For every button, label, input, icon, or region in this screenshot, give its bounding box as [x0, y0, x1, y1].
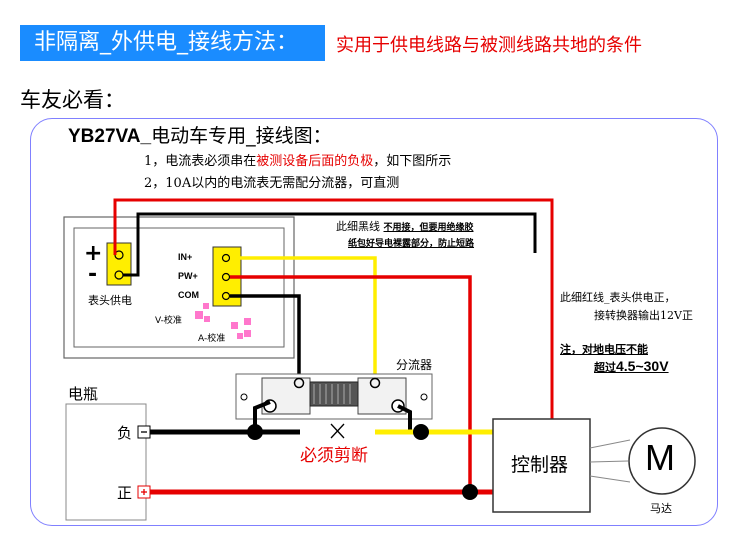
motor-symbol: M: [645, 437, 675, 478]
meter-plus: +: [84, 241, 103, 266]
black-com-wire: [230, 294, 301, 382]
note-1: 1，电流表必须串在被测设备后面的负极，如下图所示: [144, 150, 451, 169]
shunt-element: [309, 381, 359, 407]
black-wire-note-line1: 此细黑线 不用接，但要用绝缘胶: [336, 218, 474, 234]
title-note: 实用于供电线路与被测线路共地的条件: [336, 35, 642, 56]
black-wire-note-a: 此细黑线: [336, 220, 380, 233]
page-title: 非隔离_外供电_接线方法：: [20, 25, 325, 61]
note-1-highlight: 被测设备后面的负极: [256, 154, 374, 169]
black-wire-note-b: 不用接，但要用绝缘胶: [383, 223, 474, 233]
controller-label: 控制器: [511, 454, 569, 476]
black-wire-note-line2: 纸包好导电裸露部分，防止短路: [348, 239, 475, 249]
voltage-note-a: 超过: [594, 361, 616, 374]
diagram-title-model: YB27VA_: [68, 126, 152, 147]
yellow-in-wire: [230, 256, 377, 382]
meter-power-label: 表头供电: [88, 294, 132, 307]
voltage-note-b: 4.5~30V: [616, 358, 669, 374]
meter-panel-inner: [73, 227, 285, 348]
note-1-prefix: 1，电流表必须串在: [144, 154, 257, 169]
red-thin-wire: [113, 198, 554, 420]
voltage-note-line2: 超过4.5~30V: [594, 358, 669, 375]
readers-note: 车友必看：: [20, 88, 125, 112]
diagram-title-rest: 电动车专用_接线图：: [151, 125, 332, 147]
red-wire-note-line2: 接转换器输出12V正: [594, 309, 693, 322]
battery-negative-label: 负: [117, 424, 133, 442]
v-calibration-label: V-校准: [155, 316, 182, 326]
red-wire-note-line1: 此细红线_表头供电正，: [560, 291, 676, 304]
red-pw-wire: [230, 275, 472, 492]
power-terminal-block: [106, 242, 132, 286]
controller-box: [492, 418, 591, 513]
battery-positive-label: 正: [117, 484, 133, 502]
diagram-title: YB27VA_电动车专用_接线图：: [68, 121, 332, 148]
voltage-note-line1: 注，对地电压不能: [560, 343, 648, 356]
shunt-label: 分流器: [396, 358, 433, 372]
black-thin-wire: [123, 212, 537, 277]
terminal-in-label: IN+: [178, 252, 193, 262]
motor-label: 马达: [650, 502, 672, 515]
motor-circle: [628, 427, 696, 495]
note-1-suffix: ，如下图所示: [373, 154, 452, 169]
cut-label: 必须剪断: [300, 446, 368, 466]
battery-body: [65, 403, 147, 521]
battery-label: 电瓶: [68, 385, 99, 403]
terminal-com-label: COM: [178, 290, 199, 300]
diagram-frame: [30, 118, 718, 526]
meter-minus: -: [88, 262, 98, 287]
a-calibration-label: A-校准: [198, 334, 226, 344]
note-2: 2，10A以内的电流表无需配分流器，可直测: [144, 176, 400, 191]
terminal-pw-label: PW+: [178, 271, 198, 281]
